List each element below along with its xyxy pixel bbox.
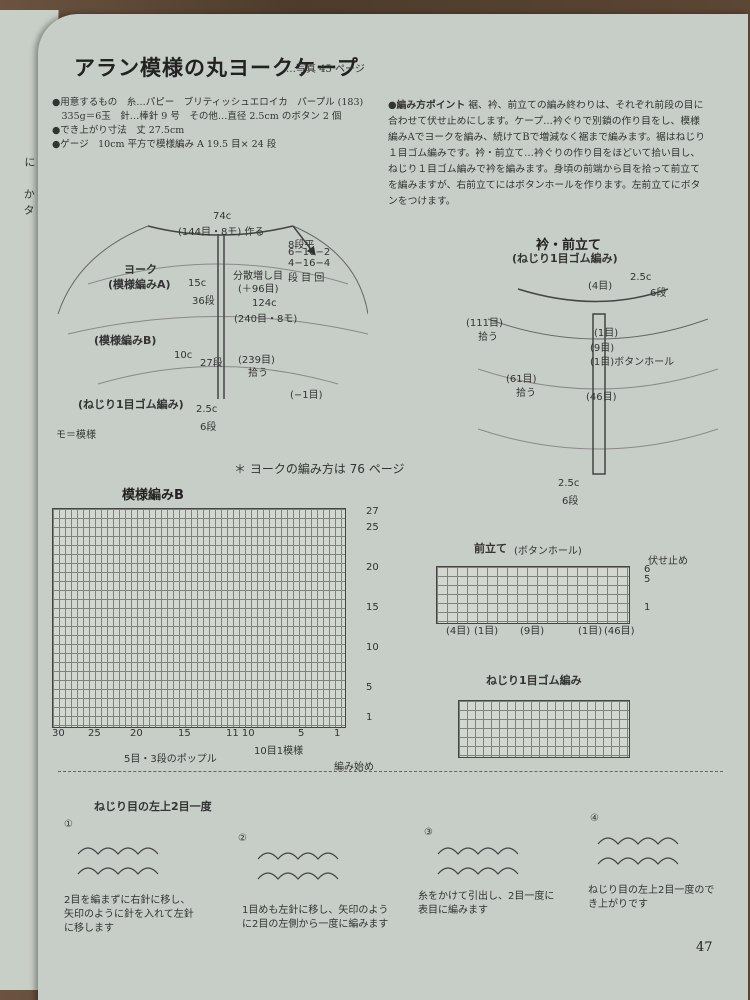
materials-line: ●用意するもの 糸…パピー ブリティッシュエロイカ パープル (183)	[52, 97, 364, 108]
collar-label: (4目)	[588, 281, 613, 292]
collar-label: 2.5c	[630, 272, 652, 283]
collar-label: (46目)	[586, 392, 617, 403]
body-pattern: (模様編みB)	[94, 334, 157, 347]
rib-chart-title: ねじり1目ゴム編み	[486, 674, 582, 687]
rib-height: 2.5c	[196, 404, 218, 415]
row-mark: 10	[366, 642, 379, 653]
increase-count: (＋96目)	[238, 284, 279, 295]
minus-one: (−1目)	[290, 390, 323, 401]
start-label: 編み始め	[334, 762, 374, 773]
col-mark: 15	[178, 728, 191, 739]
band-count: (1目)	[474, 626, 499, 637]
repeat-label: 10目1模様	[254, 746, 304, 757]
band-count: (9目)	[520, 626, 545, 637]
band-count: (1目)	[578, 626, 603, 637]
rib-rows: 6段	[200, 422, 217, 433]
band-grid	[436, 566, 630, 624]
step-number: ④	[590, 813, 599, 824]
collar-title: 衿・前立て	[536, 238, 602, 253]
rib-grid	[458, 700, 630, 758]
collar-label: (111目)	[466, 318, 503, 329]
book-page: アラン模様の丸ヨークケープ …写真 45 ページ ●用意するもの 糸…パピー ブ…	[38, 14, 748, 1000]
collar-label: (9目)	[590, 343, 615, 354]
collar-label: 拾う	[478, 332, 498, 343]
hem-stitches: (240目・8モ)	[234, 314, 298, 325]
body-height: 10c	[174, 350, 193, 361]
col-mark: 5	[298, 728, 305, 739]
yoke-pattern: (模様編みA)	[108, 278, 171, 291]
col-mark: 11 10	[226, 728, 255, 739]
decrease-label: 段 目 回	[288, 273, 325, 284]
pattern-b-title: 模様編みB	[122, 488, 184, 503]
bind-off-label: 伏せ止め	[648, 556, 688, 567]
collar-label: (1目)ボタンホール	[590, 357, 675, 368]
points-text: 裾、衿、前立ての編み終わりは、それぞれ前段の目に合わせて伏せ止めにします。ケープ…	[388, 100, 705, 207]
page-title: アラン模様の丸ヨークケープ	[74, 55, 359, 80]
row-mark: 5	[366, 682, 373, 693]
step-number: ②	[238, 833, 247, 844]
pattern-legend: モ＝模様	[56, 430, 96, 441]
yoke-note: ＊ ヨークの編み方は 76 ページ	[234, 462, 405, 476]
yoke-height: 15c	[188, 278, 207, 289]
band-count: (46目)	[604, 626, 635, 637]
collar-label: (1目)	[594, 328, 619, 339]
pickup-count: (239目)	[238, 355, 275, 366]
pickup-label: 拾う	[248, 368, 268, 379]
row-mark: 15	[366, 602, 379, 613]
band-row: 6	[644, 564, 651, 575]
band-subtitle: (ボタンホール)	[514, 546, 582, 557]
step-number: ①	[64, 819, 73, 830]
col-mark: 30	[52, 728, 65, 739]
materials-line: 335g＝6玉 針…棒針 9 号 その他…直径 2.5cm のボタン 2 個	[52, 111, 342, 122]
neck-width: 74c	[213, 211, 232, 222]
step-text: 糸をかけて引出し、2目一度に表目に編みます	[418, 891, 555, 916]
row-mark: 1	[366, 712, 373, 723]
collar-label: (61目)	[506, 374, 537, 385]
band-row: 1	[644, 602, 651, 613]
hem-width: 124c	[252, 298, 277, 309]
collar-label: 6段	[650, 288, 667, 299]
collar-label: 拾う	[516, 388, 536, 399]
step-text: ねじり目の左上2目一度のでき上がりです	[588, 885, 715, 910]
increase-label: 分散増し目	[233, 271, 283, 282]
row-mark: 25	[366, 522, 379, 533]
collar-subtitle: (ねじり1目ゴム編み)	[512, 252, 618, 265]
collar-schematic	[478, 288, 718, 475]
materials-block: ●用意するもの 糸…パピー ブリティッシュエロイカ パープル (183) 335…	[52, 96, 363, 152]
photo-reference: …写真 45 ページ	[286, 64, 365, 75]
technique-title: ねじり目の左上2目一度	[94, 800, 212, 813]
band-row: 5	[644, 574, 651, 585]
page-number: 47	[696, 940, 713, 955]
cape-schematic	[57, 225, 368, 399]
decrease-label: 6−16−2	[288, 247, 331, 258]
collar-label: 2.5c	[558, 478, 580, 489]
section-divider	[58, 771, 723, 772]
row-mark: 27	[366, 506, 379, 517]
body-rows: 27段	[200, 358, 223, 369]
step-text: 1目めも左針に移し、矢印のように2目の左側から一度に編みます	[242, 905, 389, 930]
decrease-label: 8段平	[288, 240, 315, 251]
materials-line: ●ゲージ 10cm 平方で模様編み A 19.5 目× 24 段	[52, 139, 277, 150]
collar-label: 6段	[562, 496, 579, 507]
row-mark: 20	[366, 562, 379, 573]
decrease-label: 4−16−4	[288, 258, 331, 269]
band-title: 前立て	[474, 542, 507, 555]
yoke-label: ヨーク	[124, 263, 157, 276]
popple-label: 5目・3段のポップル	[124, 754, 217, 765]
band-count: (4目)	[446, 626, 471, 637]
col-mark: 1	[334, 728, 341, 739]
knitting-points: ●編み方ポイント 裾、衿、前立ての編み終わりは、それぞれ前段の目に合わせて伏せ止…	[388, 98, 708, 210]
col-mark: 20	[130, 728, 143, 739]
materials-line: ●でき上がり寸法 丈 27.5cm	[52, 125, 185, 136]
pattern-b-grid	[52, 508, 346, 728]
col-mark: 25	[88, 728, 101, 739]
technique-illustrations	[77, 837, 679, 880]
step-number: ③	[424, 827, 433, 838]
neck-stitches: (144目・8モ) 作る	[178, 227, 265, 238]
step-text: 2目を編まずに右針に移し、矢印のように針を入れて左針に移します	[64, 895, 194, 934]
yoke-rows: 36段	[192, 296, 215, 307]
rib-label: (ねじり1目ゴム編み)	[78, 398, 184, 411]
points-heading: ●編み方ポイント	[388, 100, 466, 111]
